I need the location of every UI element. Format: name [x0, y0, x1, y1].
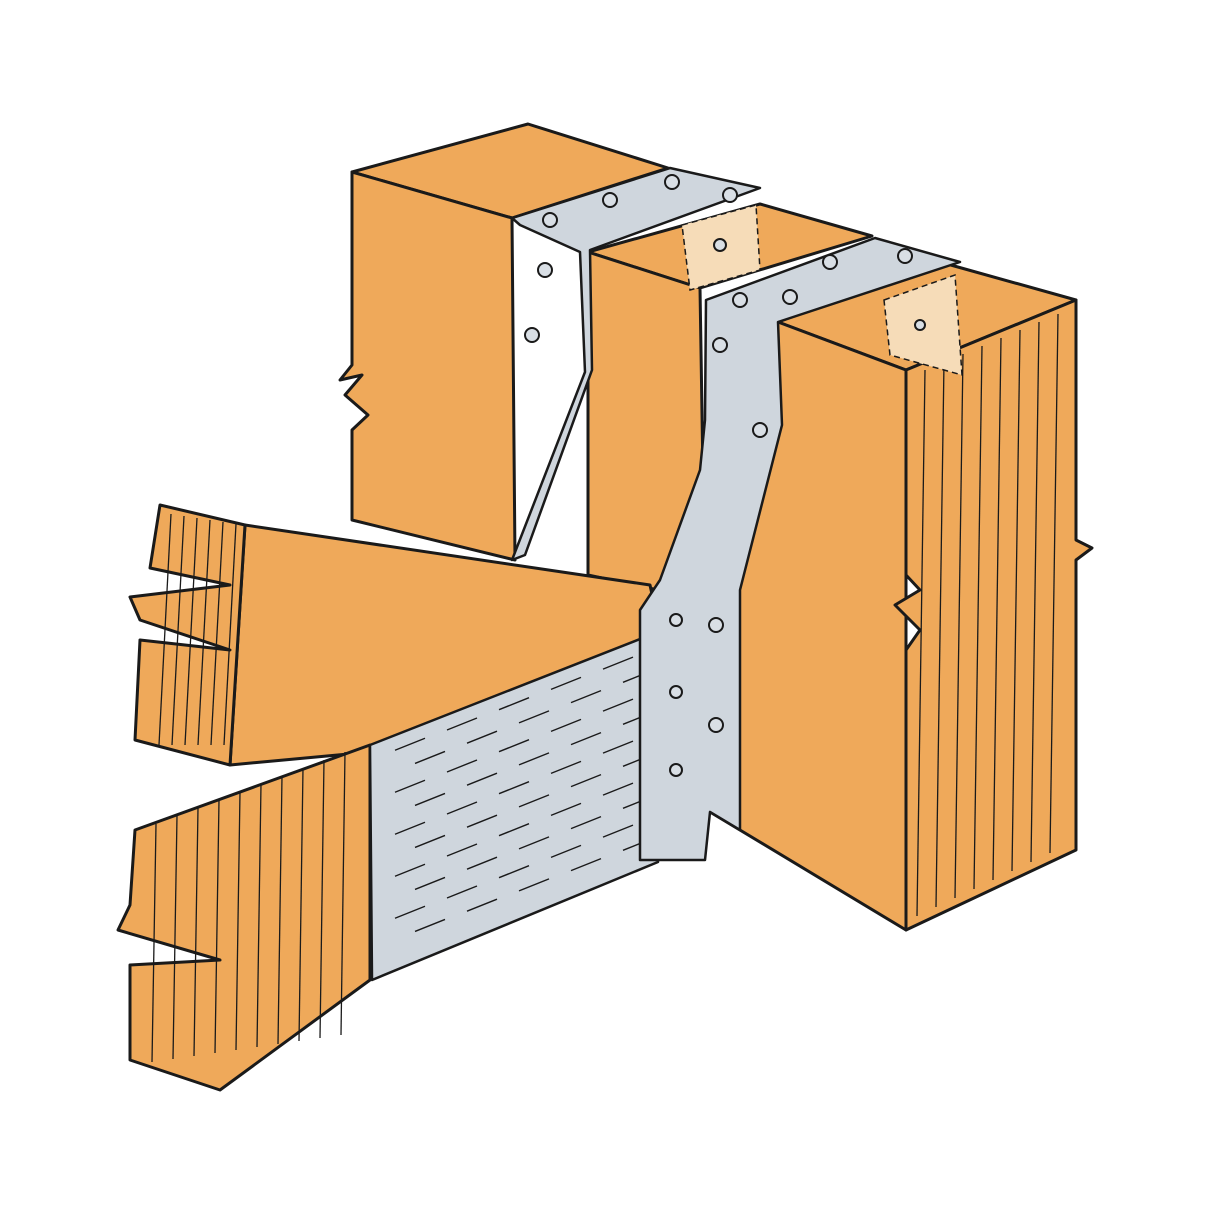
line — [992, 337, 1002, 881]
line — [1011, 329, 1021, 872]
hanger-seat-plate — [368, 630, 660, 982]
line — [602, 698, 634, 712]
line — [214, 799, 220, 1054]
line — [498, 781, 530, 795]
line — [570, 689, 602, 704]
line — [518, 836, 550, 850]
line — [935, 361, 945, 908]
line — [602, 782, 634, 796]
line — [340, 751, 346, 1036]
line — [319, 759, 325, 1039]
line — [394, 737, 426, 751]
line — [446, 717, 478, 731]
line — [570, 815, 602, 830]
line — [954, 353, 964, 899]
line — [414, 876, 446, 891]
line — [184, 517, 198, 746]
line — [466, 772, 498, 786]
header-left-block — [338, 122, 670, 562]
line — [602, 824, 634, 838]
line — [550, 802, 582, 817]
line — [414, 750, 446, 765]
line — [570, 731, 602, 746]
line — [550, 718, 582, 733]
hanger-strap-front — [638, 236, 963, 862]
line — [550, 760, 582, 775]
line — [916, 369, 926, 917]
line — [414, 834, 446, 849]
line — [498, 865, 530, 879]
line — [277, 775, 283, 1045]
line — [223, 523, 237, 746]
wood-grain-lines — [151, 751, 346, 1063]
punched-slot-pattern — [394, 656, 654, 933]
line — [235, 791, 241, 1051]
joist-upper — [128, 503, 664, 767]
line — [498, 697, 530, 711]
line — [446, 759, 478, 773]
line — [158, 513, 172, 746]
line — [394, 821, 426, 835]
line — [570, 857, 602, 872]
line — [602, 740, 634, 754]
line — [256, 783, 262, 1048]
line — [414, 918, 446, 933]
line — [446, 801, 478, 815]
line — [550, 676, 582, 691]
line — [446, 843, 478, 857]
wood-grain-lines — [158, 513, 237, 746]
line — [466, 814, 498, 828]
line — [446, 885, 478, 899]
wood-grain-lines — [916, 313, 1059, 917]
line — [518, 752, 550, 766]
line — [1049, 313, 1059, 854]
line — [414, 792, 446, 807]
line — [570, 773, 602, 788]
line — [498, 739, 530, 753]
line — [466, 730, 498, 744]
line — [518, 878, 550, 892]
line — [394, 863, 426, 877]
joist-lower — [116, 743, 372, 1092]
line — [466, 898, 498, 912]
line — [394, 779, 426, 793]
line — [550, 844, 582, 859]
hanger-strap-left — [510, 166, 762, 562]
line — [1030, 321, 1040, 863]
line — [973, 345, 983, 890]
line — [171, 515, 185, 746]
line — [602, 656, 634, 670]
line — [518, 710, 550, 724]
line — [151, 823, 157, 1063]
line — [193, 807, 199, 1057]
line — [197, 519, 211, 746]
line — [210, 521, 224, 746]
line — [298, 767, 304, 1042]
line — [394, 905, 426, 919]
line — [498, 823, 530, 837]
line — [518, 794, 550, 808]
line — [466, 856, 498, 870]
line — [172, 815, 178, 1060]
